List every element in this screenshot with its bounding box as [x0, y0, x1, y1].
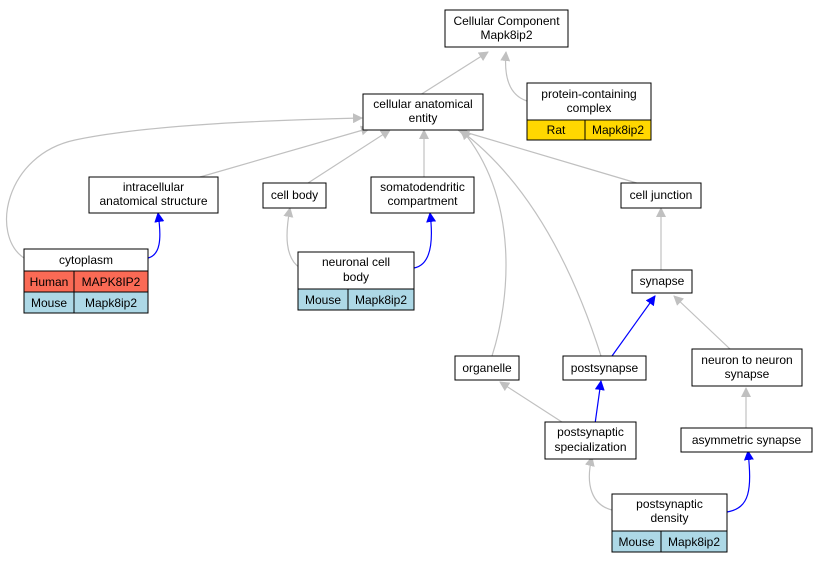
edge-neuronalcellbody-to-cellbody	[283, 207, 301, 269]
edge-postsynapse-to-synapse	[611, 295, 656, 357]
node-label: asymmetric synapse	[692, 433, 802, 447]
node-label: cytoplasm	[59, 253, 113, 267]
edge-cellbody-to-cae	[307, 129, 391, 184]
node-intracellular-anatomical-structure[interactable]: intracellular anatomical structure	[88, 176, 219, 214]
edge-neuronalcellbody-to-somato	[413, 212, 437, 269]
edge-postspec-to-organelle	[499, 381, 566, 425]
edge-organelle-to-cae	[461, 129, 507, 357]
node-label: compartment	[387, 194, 458, 208]
node-label: somatodendritic	[380, 180, 465, 194]
edge-postsynapse-to-cae	[459, 129, 602, 357]
node-label: synapse	[725, 367, 770, 381]
node-cellular-component[interactable]: Cellular Component Mapk8ip2	[444, 9, 569, 48]
node-label: synapse	[640, 274, 685, 288]
node-postsynaptic-specialization[interactable]: postsynaptic specialization	[544, 421, 637, 460]
edge-postspec-to-postsynapse	[594, 380, 605, 425]
species-cell: Mouse	[618, 535, 654, 549]
node-label: postsynapse	[571, 361, 639, 375]
node-asymmetric-synapse[interactable]: asymmetric synapse	[680, 427, 813, 453]
node-label: postsynaptic	[557, 425, 624, 439]
node-synapse[interactable]: synapse	[631, 269, 693, 294]
node-postsynaptic-density[interactable]: postsynaptic density Mouse Mapk8ip2	[611, 493, 728, 553]
edge-celljunction-to-cae	[457, 127, 641, 185]
edge-cytoplasm-to-intracellular	[147, 212, 165, 259]
edge-n2n-to-synapse	[673, 295, 731, 350]
gene-cell: Mapk8ip2	[592, 123, 644, 137]
node-label: neuron to neuron	[701, 353, 792, 367]
node-label: Cellular Component	[453, 14, 560, 28]
gene-cell: MAPK8IP2	[82, 275, 141, 289]
node-label: organelle	[462, 361, 512, 375]
gene-cell: Mapk8ip2	[355, 293, 407, 307]
node-label: specialization	[554, 440, 626, 454]
node-label: protein-containing	[541, 87, 636, 101]
node-label: body	[343, 270, 369, 284]
node-cellular-anatomical-entity[interactable]: cellular anatomical entity	[362, 93, 484, 131]
node-protein-containing-complex[interactable]: protein-containing complex Rat Mapk8ip2	[526, 82, 652, 141]
node-somatodendritic-compartment[interactable]: somatodendritic compartment	[370, 176, 475, 214]
node-organelle[interactable]: organelle	[454, 355, 520, 381]
species-cell: Rat	[547, 123, 566, 137]
node-cell-junction[interactable]: cell junction	[620, 182, 702, 209]
gene-cell: Mapk8ip2	[668, 535, 720, 549]
node-label: Mapk8ip2	[480, 28, 532, 42]
species-cell: Mouse	[305, 293, 341, 307]
node-label: postsynaptic	[636, 497, 703, 511]
edge-cae-to-root	[419, 51, 489, 96]
node-label: cell body	[271, 188, 318, 202]
node-cytoplasm[interactable]: cytoplasm Human MAPK8IP2 Mouse Mapk8ip2	[23, 248, 149, 314]
node-label: density	[650, 511, 688, 525]
edge-complex-to-root	[500, 51, 528, 102]
edge-psd-to-postspec	[584, 456, 613, 511]
node-label: entity	[409, 111, 438, 125]
node-label: neuronal cell	[322, 255, 390, 269]
node-label: intracellular	[123, 180, 184, 194]
species-cell: Human	[30, 275, 69, 289]
gene-cell: Mapk8ip2	[85, 296, 137, 310]
edge-psd-to-asym	[726, 450, 754, 513]
node-neuron-to-neuron-synapse[interactable]: neuron to neuron synapse	[691, 348, 803, 387]
node-cell-body[interactable]: cell body	[262, 182, 327, 209]
node-label: complex	[567, 101, 612, 115]
node-postsynapse[interactable]: postsynapse	[562, 355, 647, 381]
edge-intracellular-to-cae	[199, 125, 371, 178]
species-cell: Mouse	[31, 296, 67, 310]
node-label: anatomical structure	[99, 194, 207, 208]
edge-cytoplasm-to-cae	[5, 113, 363, 259]
node-label: cell junction	[630, 188, 693, 202]
node-neuronal-cell-body[interactable]: neuronal cell body Mouse Mapk8ip2	[297, 251, 415, 311]
node-label: cellular anatomical	[373, 97, 472, 111]
